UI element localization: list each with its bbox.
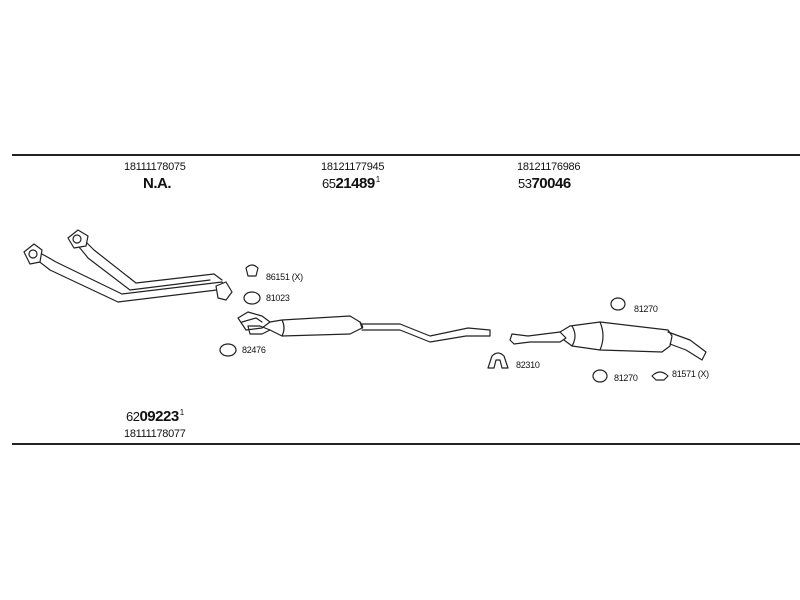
ref-main: 21489 <box>335 175 375 192</box>
ref-middle-silencer: 65214891 <box>322 175 380 192</box>
gasket-ring-icon <box>243 291 261 305</box>
ref-prefix: 62 <box>126 409 140 424</box>
gasket-ring-icon <box>610 297 626 311</box>
ref-sup: 1 <box>179 408 184 417</box>
fitting-code: 86151 (X) <box>266 272 303 282</box>
top-rule <box>12 154 800 156</box>
part-number-front-pipe: 18111178075 <box>124 161 186 173</box>
rubber-mount-icon <box>651 371 669 381</box>
middle-silencer <box>237 311 491 343</box>
ref-front-pipe: N.A. <box>143 175 172 192</box>
fitting-code: 82310 <box>516 360 540 370</box>
part-number-middle-silencer: 18121177945 <box>321 161 385 173</box>
front-down-pipe <box>23 229 233 303</box>
fitting-code: 81270 <box>634 304 658 314</box>
ref-main: 09223 <box>139 408 179 425</box>
ref-down-pipe: 62092231 <box>126 408 184 425</box>
ref-sup: 1 <box>375 175 380 184</box>
rubber-mount-icon <box>245 264 259 277</box>
gasket-ring-icon <box>592 369 608 383</box>
fitting-code: 82476 <box>242 345 266 355</box>
ref-main: 70046 <box>531 175 571 192</box>
ref-prefix: 53 <box>518 176 532 191</box>
ref-rear-silencer: 5370046 <box>518 175 572 192</box>
fitting-code: 81023 <box>266 293 290 303</box>
fitting-code: 81571 (X) <box>672 369 709 379</box>
gasket-ring-icon <box>219 343 237 357</box>
fitting-code: 81270 <box>614 373 638 383</box>
rear-silencer <box>509 321 707 361</box>
part-number-down-pipe: 18111178077 <box>124 428 186 440</box>
bottom-rule <box>12 443 800 445</box>
pipe-clamp-icon <box>487 352 509 369</box>
ref-prefix: 65 <box>322 176 336 191</box>
part-number-rear-silencer: 18121176986 <box>517 161 581 173</box>
